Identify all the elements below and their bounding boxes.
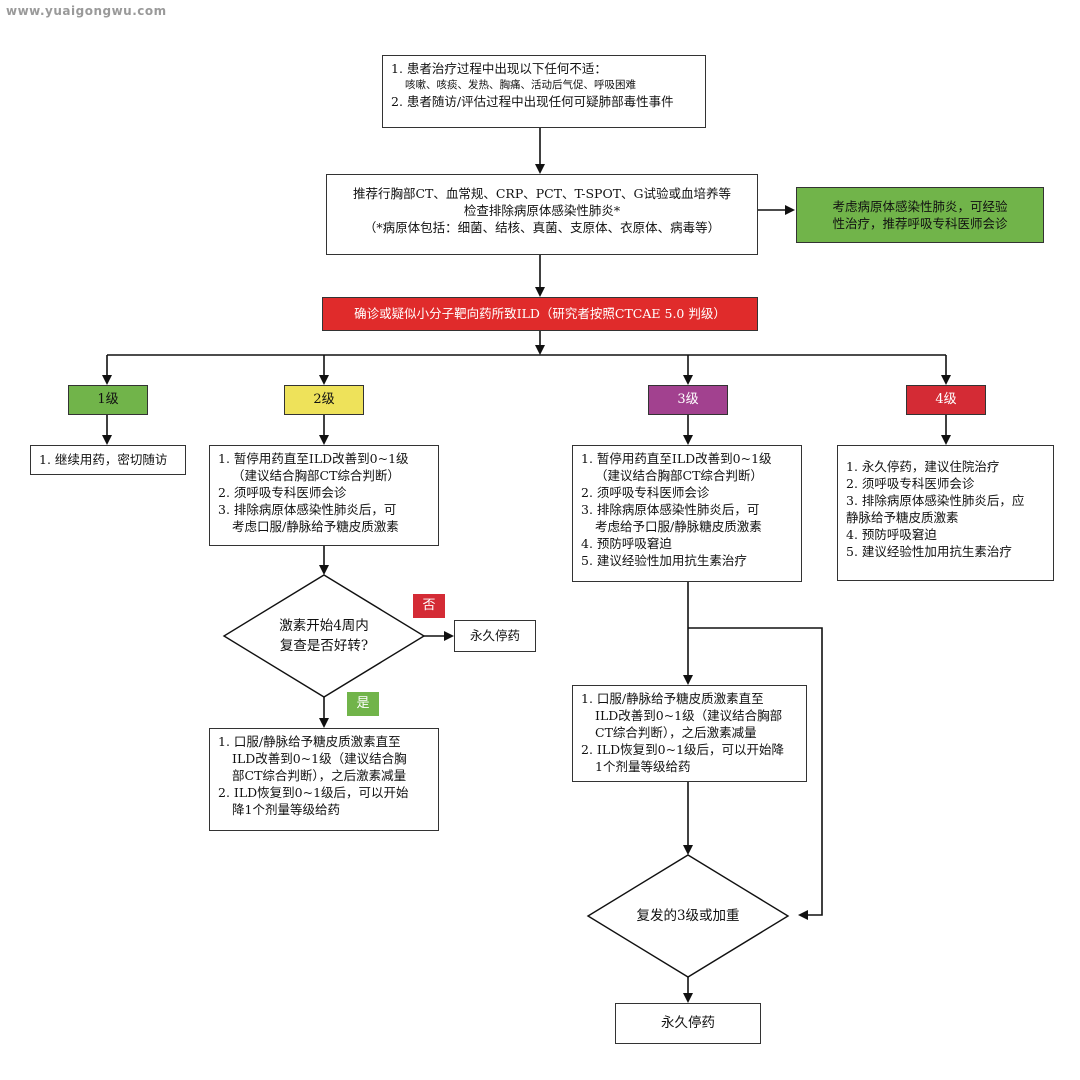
grade3-stop-text: 永久停药 xyxy=(661,1015,715,1031)
grade2-line-4: 3. 排除病原体感染性肺炎后，可 xyxy=(218,502,397,517)
grade3-action-box: 1. 暂停用药直至ILD改善到0~1级 （建议结合胸部CT综合判断） 2. 须呼… xyxy=(572,445,802,582)
grade3-decision-text: 复发的3级或加重 xyxy=(636,908,740,924)
grade4-line-3: 3. 排除病原体感染性肺炎后，应 xyxy=(846,493,1025,508)
grade3-line-5: 考虑给予口服/静脉糖皮质激素 xyxy=(595,519,762,534)
exam-line-3: （*病原体包括：细菌、结核、真菌、支原体、衣原体、病毒等） xyxy=(363,220,721,235)
grade-1-label: 1级 xyxy=(68,385,148,415)
grade2-decision-line-1: 激素开始4周内 xyxy=(279,618,369,634)
grade3-followup-line-1: 1. 口服/静脉给予糖皮质激素直至 xyxy=(581,691,764,706)
grade2-yes-line-2: ILD改善到0~1级（建议结合胸 xyxy=(232,751,407,766)
grade-3-label: 3级 xyxy=(648,385,728,415)
grade3-followup-line-3: CT综合判断），之后激素减量 xyxy=(595,725,757,740)
no-tag: 否 xyxy=(413,594,445,618)
grade2-decision-diamond xyxy=(222,574,426,698)
grade-4-label: 4级 xyxy=(906,385,986,415)
grade-2-label: 2级 xyxy=(284,385,364,415)
grade2-line-5: 考虑口服/静脉给予糖皮质激素 xyxy=(232,519,399,534)
grade3-decision-diamond xyxy=(586,854,790,978)
grade3-followup-line-5: 1个剂量等级给药 xyxy=(595,759,691,774)
grade3-line-4: 3. 排除病原体感染性肺炎后，可 xyxy=(581,502,760,517)
grade2-line-3: 2. 须呼吸专科医师会诊 xyxy=(218,485,347,500)
grade2-yes-line-3: 部CT综合判断），之后激素减量 xyxy=(232,768,407,783)
grade3-followup-box: 1. 口服/静脉给予糖皮质激素直至 ILD改善到0~1级（建议结合胸部 CT综合… xyxy=(572,685,807,782)
loop-line xyxy=(688,627,823,920)
infection-box: 考虑病原体感染性肺炎，可经验 性治疗，推荐呼吸专科医师会诊 xyxy=(796,187,1044,243)
grade4-line-4: 静脉给予糖皮质激素 xyxy=(846,510,959,525)
ild-diagnosis-box: 确诊或疑似小分子靶向药所致ILD（研究者按照CTCAE 5.0 判级） xyxy=(322,297,758,331)
grade4-line-2: 2. 须呼吸专科医师会诊 xyxy=(846,476,975,491)
grade2-yes-line-4: 2. ILD恢复到0~1级后，可以开始 xyxy=(218,785,409,800)
grade2-line-2: （建议结合胸部CT综合判断） xyxy=(232,468,400,483)
exam-box: 推荐行胸部CT、血常规、CRP、PCT、T-SPOT、G试验或血培养等 检查排除… xyxy=(326,174,758,255)
grade4-line-6: 5. 建议经验性加用抗生素治疗 xyxy=(846,544,1012,559)
grade2-decision-line-2: 复查是否好转? xyxy=(279,638,369,654)
exam-line-2: 检查排除病原体感染性肺炎* xyxy=(463,203,621,218)
symptom-line-1: 1. 患者治疗过程中出现以下任何不适： xyxy=(391,61,607,76)
infection-line-1: 考虑病原体感染性肺炎，可经验 xyxy=(832,199,1008,214)
grade1-action-text: 1. 继续用药，密切随访 xyxy=(39,452,168,467)
grade2-stop-text: 永久停药 xyxy=(469,628,520,643)
ild-diagnosis-text: 确诊或疑似小分子靶向药所致ILD（研究者按照CTCAE 5.0 判级） xyxy=(354,306,726,321)
symptom-line-3: 2. 患者随访/评估过程中出现任何可疑肺部毒性事件 xyxy=(391,94,674,109)
watermark-text: www.yuaigongwu.com xyxy=(6,4,167,18)
grade2-decision-text: 激素开始4周内 复查是否好转? xyxy=(254,616,394,656)
grade4-action-box: 1. 永久停药，建议住院治疗 2. 须呼吸专科医师会诊 3. 排除病原体感染性肺… xyxy=(837,445,1054,581)
grade3-stop-box: 永久停药 xyxy=(615,1003,761,1044)
grade2-yes-line-5: 降1个剂量等级给药 xyxy=(232,802,340,817)
grade3-line-6: 4. 预防呼吸窘迫 xyxy=(581,536,672,551)
grade2-line-1: 1. 暂停用药直至ILD改善到0~1级 xyxy=(218,451,409,466)
grade2-yes-line-1: 1. 口服/静脉给予糖皮质激素直至 xyxy=(218,734,401,749)
grade3-line-2: （建议结合胸部CT综合判断） xyxy=(595,468,763,483)
grade3-followup-line-4: 2. ILD恢复到0~1级后，可以开始降 xyxy=(581,742,785,757)
grade1-action-box: 1. 继续用药，密切随访 xyxy=(30,445,186,475)
grade2-yes-box: 1. 口服/静脉给予糖皮质激素直至 ILD改善到0~1级（建议结合胸 部CT综合… xyxy=(209,728,439,831)
symptom-box: 1. 患者治疗过程中出现以下任何不适： 咳嗽、咳痰、发热、胸痛、活动后气促、呼吸… xyxy=(382,55,706,128)
yes-tag: 是 xyxy=(347,692,379,716)
grade4-line-1: 1. 永久停药，建议住院治疗 xyxy=(846,459,1000,474)
grade3-line-3: 2. 须呼吸专科医师会诊 xyxy=(581,485,710,500)
symptom-line-2: 咳嗽、咳痰、发热、胸痛、活动后气促、呼吸困难 xyxy=(405,79,636,91)
grade3-line-7: 5. 建议经验性加用抗生素治疗 xyxy=(581,553,747,568)
grade4-line-5: 4. 预防呼吸窘迫 xyxy=(846,527,937,542)
grade2-action-box: 1. 暂停用药直至ILD改善到0~1级 （建议结合胸部CT综合判断） 2. 须呼… xyxy=(209,445,439,546)
grade3-line-1: 1. 暂停用药直至ILD改善到0~1级 xyxy=(581,451,772,466)
exam-line-1: 推荐行胸部CT、血常规、CRP、PCT、T-SPOT、G试验或血培养等 xyxy=(352,186,732,201)
grade3-followup-line-2: ILD改善到0~1级（建议结合胸部 xyxy=(595,708,783,723)
grade2-stop-box: 永久停药 xyxy=(454,620,536,652)
infection-line-2: 性治疗，推荐呼吸专科医师会诊 xyxy=(832,216,1008,231)
